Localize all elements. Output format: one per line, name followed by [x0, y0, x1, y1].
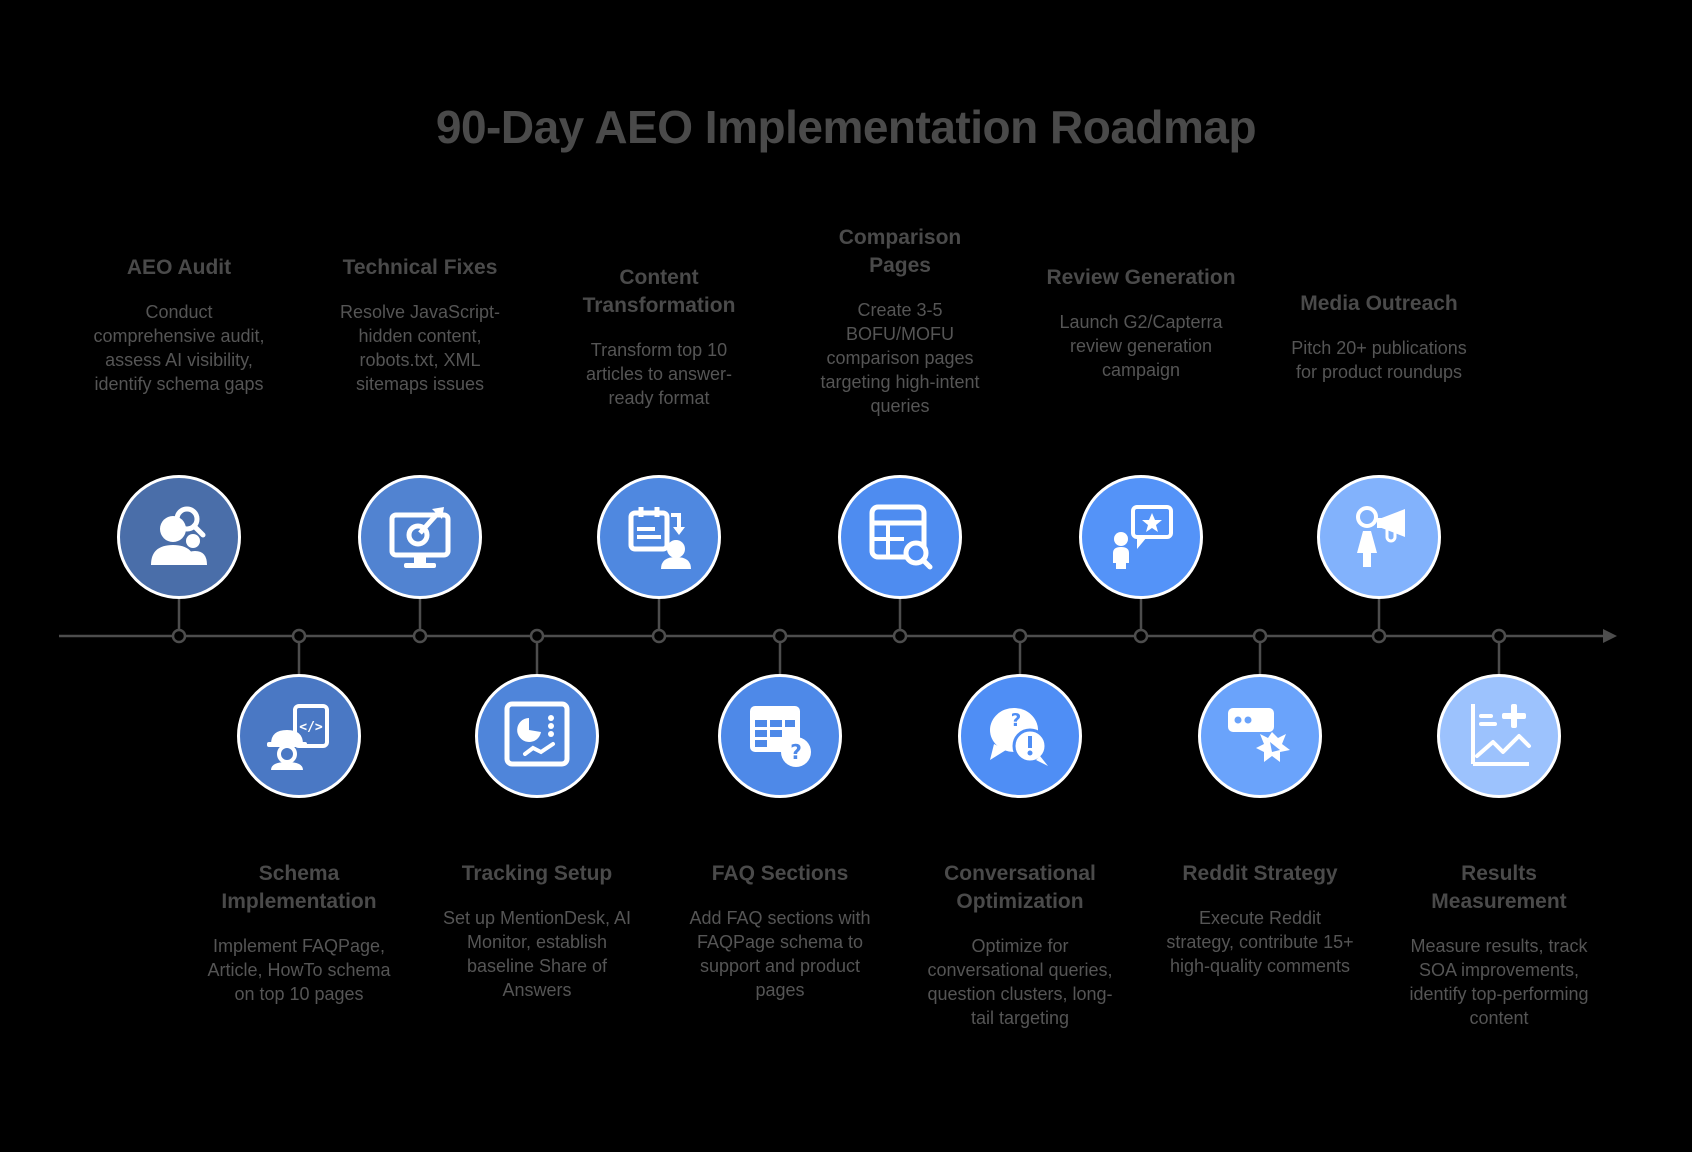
step-description: Measure results, track SOA improvements,…: [1409, 936, 1589, 1028]
document-transform-icon: [619, 495, 699, 580]
step-node: [1437, 674, 1561, 798]
timeline-marker: [1252, 628, 1268, 644]
svg-text:</>: </>: [299, 720, 323, 735]
page-title: 90-Day AEO Implementation Roadmap: [435, 101, 1257, 153]
timeline-marker: [892, 628, 908, 644]
step-node: ?: [718, 674, 842, 798]
step-title: Conversational Optimization: [944, 862, 1096, 913]
timeline-arrow-icon: [1603, 629, 1617, 643]
timeline-marker: [651, 628, 667, 644]
step-title: Content Transformation: [582, 266, 736, 317]
step-title: Media Outreach: [1300, 292, 1458, 315]
step-description: Conduct comprehensive audit, assess AI v…: [93, 302, 265, 394]
monitor-target-icon: [380, 495, 460, 580]
step-description: Launch G2/Capterra review generation cam…: [1059, 312, 1223, 380]
step-node: [475, 674, 599, 798]
svg-text:?: ?: [790, 740, 802, 764]
svg-text:?: ?: [1011, 710, 1021, 731]
timeline-marker: [291, 628, 307, 644]
step-node: [358, 475, 482, 599]
step-description: Optimize for conversational queries, que…: [927, 936, 1113, 1028]
step-description: Transform top 10 articles to answer-read…: [585, 340, 733, 408]
step-description: Create 3-5 BOFU/MOFU comparison pages ta…: [820, 300, 980, 416]
timeline-marker: [1371, 628, 1387, 644]
step-title: Comparison Pages: [838, 226, 962, 277]
timeline-marker: [412, 628, 428, 644]
step-node: [1198, 674, 1322, 798]
timeline-marker: [1133, 628, 1149, 644]
step-title: Review Generation: [1046, 266, 1236, 289]
step-title: FAQ Sections: [711, 862, 849, 885]
step-node: [1079, 475, 1203, 599]
people-search-icon: [139, 495, 219, 580]
step-description: Pitch 20+ publications for product round…: [1291, 338, 1467, 382]
dashboard-chart-icon: [497, 694, 577, 779]
timeline-marker: [1491, 628, 1507, 644]
step-title: Technical Fixes: [342, 256, 498, 279]
person-megaphone-icon: [1339, 495, 1419, 580]
step-title: Schema Implementation: [221, 862, 377, 913]
step-node: [597, 475, 721, 599]
step-description: Set up MentionDesk, AI Monitor, establis…: [442, 908, 632, 1000]
step-node: [1317, 475, 1441, 599]
step-title: Reddit Strategy: [1182, 862, 1338, 885]
chat-question-icon: ?: [980, 694, 1060, 779]
step-node: </>: [237, 674, 361, 798]
step-node: ?: [958, 674, 1082, 798]
step-title: AEO Audit: [126, 256, 232, 279]
step-description: Resolve JavaScript-hidden content, robot…: [339, 302, 501, 394]
step-description: Execute Reddit strategy, contribute 15+ …: [1166, 908, 1354, 976]
step-title: Tracking Setup: [461, 862, 613, 885]
chat-burst-icon: [1220, 694, 1300, 779]
timeline-marker: [1012, 628, 1028, 644]
step-description: Add FAQ sections with FAQPage schema to …: [689, 908, 871, 1000]
timeline-marker: [529, 628, 545, 644]
step-description: Implement FAQPage, Article, HowTo schema…: [207, 936, 391, 1004]
timeline-marker: [772, 628, 788, 644]
engineer-code-icon: </>: [259, 694, 339, 779]
chart-plus-icon: [1459, 694, 1539, 779]
table-search-icon: [860, 495, 940, 580]
step-node: [838, 475, 962, 599]
person-review-star-icon: [1101, 495, 1181, 580]
step-node: [117, 475, 241, 599]
timeline-marker: [171, 628, 187, 644]
table-question-icon: ?: [740, 694, 820, 779]
step-title: Results Measurement: [1431, 862, 1567, 913]
